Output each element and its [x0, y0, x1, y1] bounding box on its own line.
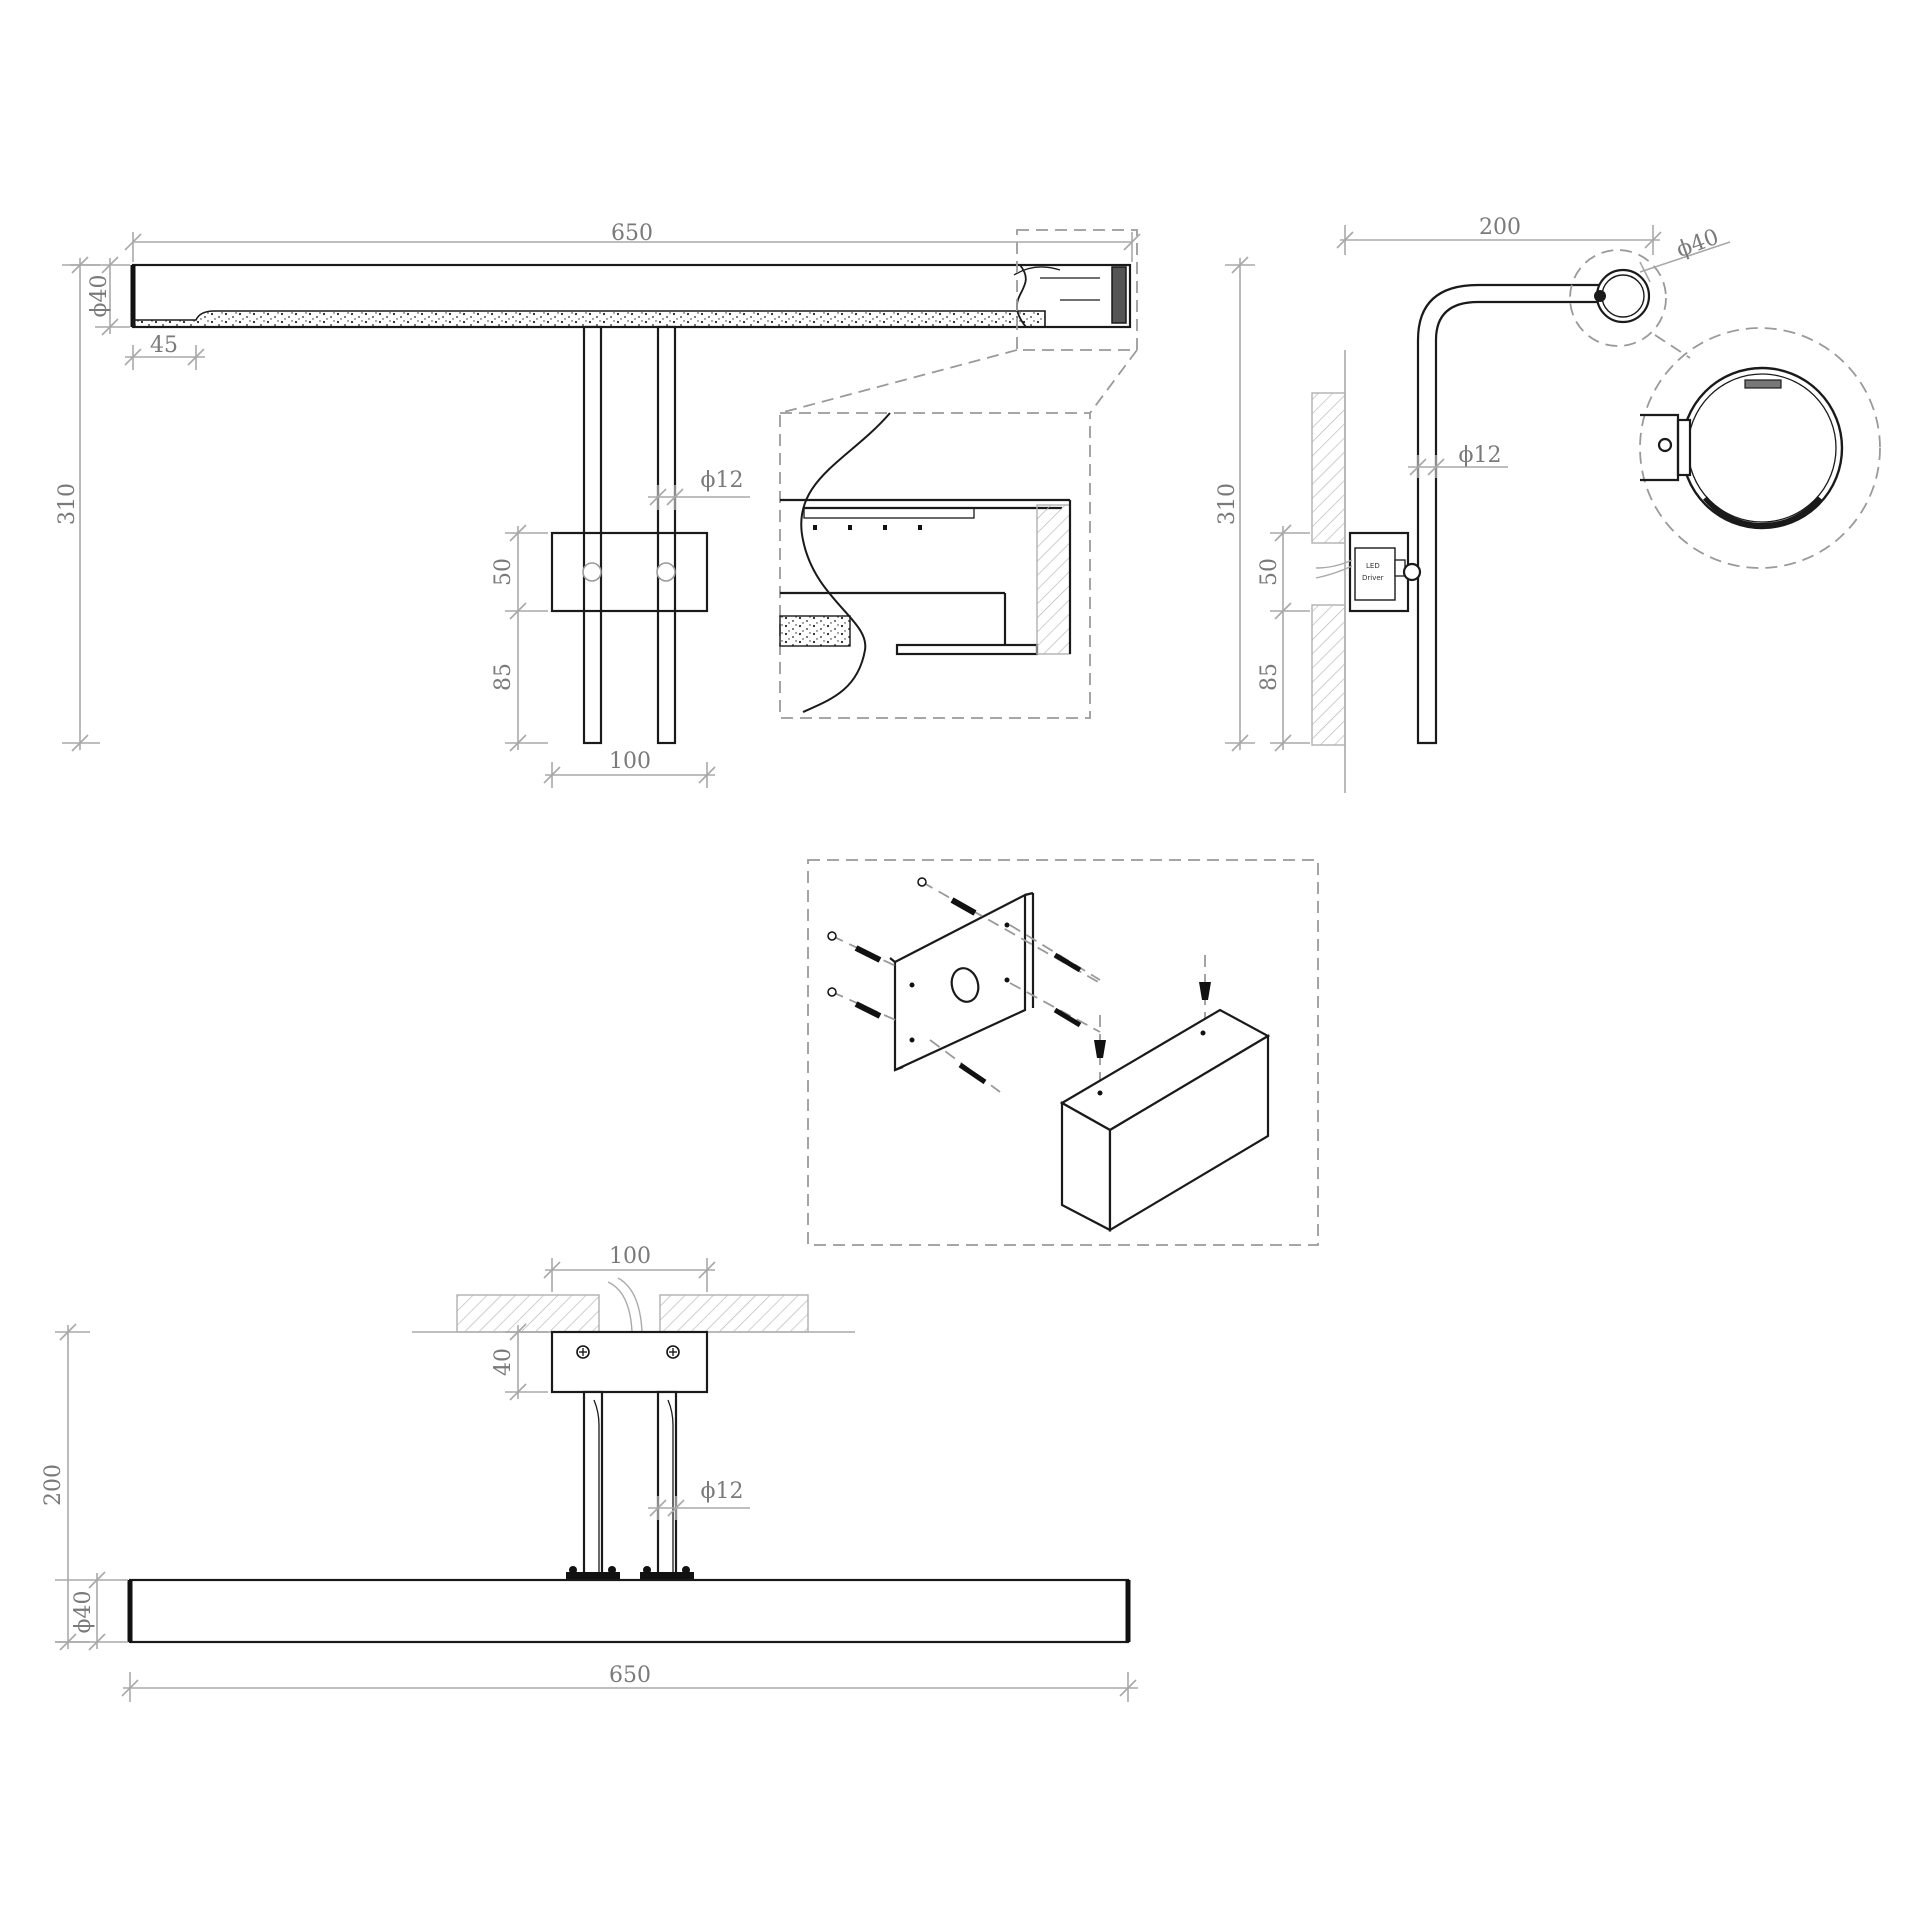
- top-view: 100 40 200 ϕ12: [41, 1244, 1138, 1702]
- dim-label: ϕ12: [701, 468, 744, 493]
- wall-anchor-icon: [958, 1062, 987, 1085]
- dim-200-side: 200: [1336, 215, 1662, 255]
- dim-label: 85: [1257, 663, 1282, 691]
- screw-icon: [656, 562, 676, 582]
- lamp-bar: [128, 1578, 1130, 1644]
- dim-label: 85: [491, 663, 516, 691]
- dim-label: ϕ40: [87, 275, 112, 318]
- dim-label: 100: [609, 1244, 651, 1269]
- mounting-plate: [550, 1330, 709, 1394]
- head-detail: [1639, 327, 1881, 569]
- detail-enlargement: [779, 412, 1091, 719]
- dim-40-top: 40: [491, 1323, 548, 1401]
- dim-100-front: 100: [543, 749, 716, 788]
- dim-310-side: 310: [1215, 256, 1255, 752]
- detail-marker: [1569, 249, 1667, 347]
- screw-icon: [827, 931, 882, 963]
- dim-label: 310: [1215, 483, 1240, 525]
- svg-text:LED: LED: [1366, 562, 1380, 570]
- lamp-arm: [1416, 283, 1602, 745]
- dim-label: 50: [491, 558, 516, 586]
- dim-200-top: 200: [41, 1323, 90, 1651]
- dim-50-85-front: 50 85: [491, 524, 548, 752]
- dim-label: 310: [55, 483, 80, 525]
- dim-phi12-front: ϕ12: [648, 468, 750, 510]
- dim-100-top: 100: [543, 1244, 716, 1292]
- wall-section: [659, 1294, 809, 1333]
- dim-phi12-top: ϕ12: [648, 1479, 750, 1520]
- dim-phi12-side: ϕ12: [1408, 443, 1508, 478]
- dim-label: ϕ40: [1673, 225, 1722, 263]
- installation-view: [807, 859, 1319, 1246]
- dim-label: ϕ40: [71, 1591, 96, 1634]
- side-view: LED Driver 200 ϕ40 310: [1215, 215, 1731, 793]
- wall-section: [1311, 604, 1346, 746]
- dim-label: 100: [609, 749, 651, 774]
- detail-marker: [1016, 229, 1138, 351]
- svg-text:Driver: Driver: [1362, 574, 1384, 582]
- dim-650-front: 650: [124, 221, 1141, 262]
- wall-anchor-icon: [1053, 1007, 1082, 1028]
- screw-icon: [1094, 1040, 1106, 1058]
- dim-650-top: 650: [121, 1663, 1138, 1702]
- front-view: 650 ϕ40 45 310: [55, 221, 1141, 788]
- screw-icon: [917, 877, 977, 916]
- dim-label: 40: [491, 1348, 516, 1376]
- dim-phi40-top: ϕ40: [55, 1571, 128, 1651]
- rod-right: [656, 325, 677, 745]
- dim-label: 650: [611, 221, 653, 246]
- dim-label: 200: [41, 1464, 66, 1506]
- mounting-plate: [550, 531, 709, 613]
- dim-label: 650: [609, 1663, 651, 1688]
- dim-label: 50: [1257, 558, 1282, 586]
- screw-icon: [582, 562, 602, 582]
- wall-section: [1311, 392, 1346, 544]
- rod-left: [582, 325, 603, 745]
- dim-phi40-front: ϕ40: [70, 256, 130, 336]
- mounting-plate: [893, 893, 1027, 1072]
- dim-label: 45: [150, 333, 178, 358]
- screw-icon: [827, 987, 882, 1019]
- dim-label: ϕ12: [1459, 443, 1502, 468]
- dim-45-front: 45: [124, 333, 205, 370]
- screw-icon: [1199, 982, 1211, 1000]
- dim-label: 200: [1479, 215, 1521, 240]
- wall-anchor-icon: [1053, 952, 1082, 973]
- dim-label: ϕ12: [701, 1479, 744, 1504]
- wall-section: [456, 1294, 600, 1333]
- dim-50-85-side: 50 85: [1257, 524, 1310, 752]
- diffuser-strip: [132, 310, 1046, 328]
- dim-310-front: 310: [55, 256, 100, 752]
